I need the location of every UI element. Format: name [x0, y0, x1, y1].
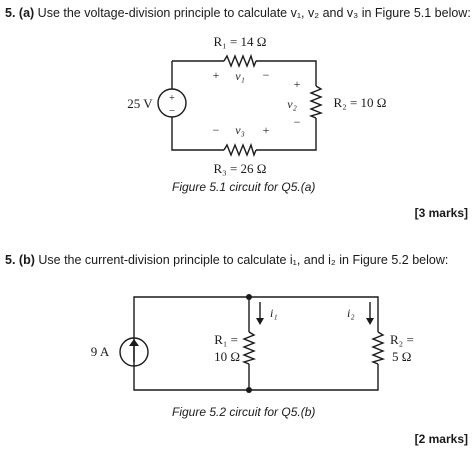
fig1-v1-label: v₁ — [235, 69, 245, 83]
question-a-body: Use the voltage-division principle to ca… — [34, 6, 471, 20]
fig1-r3-label: R₃ = 26 Ω — [214, 161, 267, 176]
fig1-v1-plus: + — [213, 68, 220, 82]
fig1-v2-plus: + — [294, 77, 301, 91]
figure-5-2-caption: Figure 5.2 circuit for Q5.(b) — [172, 405, 316, 419]
question-b-text: 5. (b) Use the current-division principl… — [5, 253, 448, 268]
fig1-v2-minus: − — [294, 115, 301, 129]
question-a-number: 5. — [5, 6, 16, 20]
fig1-v3-label: v₃ — [235, 123, 245, 137]
fig1-wire-right-bottom — [256, 118, 317, 151]
figure-5-1-caption: Figure 5.1 circuit for Q5.(a) — [172, 180, 316, 194]
fig1-source-label: 25 V — [127, 96, 153, 111]
fig1-source-minus: − — [169, 105, 175, 117]
fig1-resistor-r1 — [223, 53, 257, 69]
fig1-v1-minus: − — [263, 68, 270, 82]
fig1-resistor-r2 — [308, 85, 324, 119]
fig1-r2-label: R₂ = 10 Ω — [334, 95, 387, 110]
fig1-v3-plus: + — [263, 123, 270, 137]
fig1-wire-bottom-left — [171, 117, 224, 151]
question-a-text: 5. (a) Use the voltage-division principl… — [5, 6, 471, 21]
question-a-marks: [3 marks] — [414, 206, 468, 220]
question-a-part: (a) — [18, 6, 35, 20]
fig1-resistor-r3 — [223, 142, 257, 158]
fig1-v3-minus: − — [213, 123, 220, 137]
question-b-number: 5. — [5, 253, 16, 267]
fig1-r1-label: R₁ = 14 Ω — [214, 34, 267, 49]
question-b-body: Use the current-division principle to ca… — [34, 253, 449, 267]
fig1-wire-top-right — [256, 60, 317, 86]
fig1-source-plus: + — [169, 93, 175, 104]
fig1-voltage-source — [157, 88, 187, 118]
fig1-v2-label: v₂ — [287, 97, 297, 111]
question-b-part: (b) — [18, 253, 35, 267]
question-b-marks: [2 marks] — [414, 432, 468, 446]
